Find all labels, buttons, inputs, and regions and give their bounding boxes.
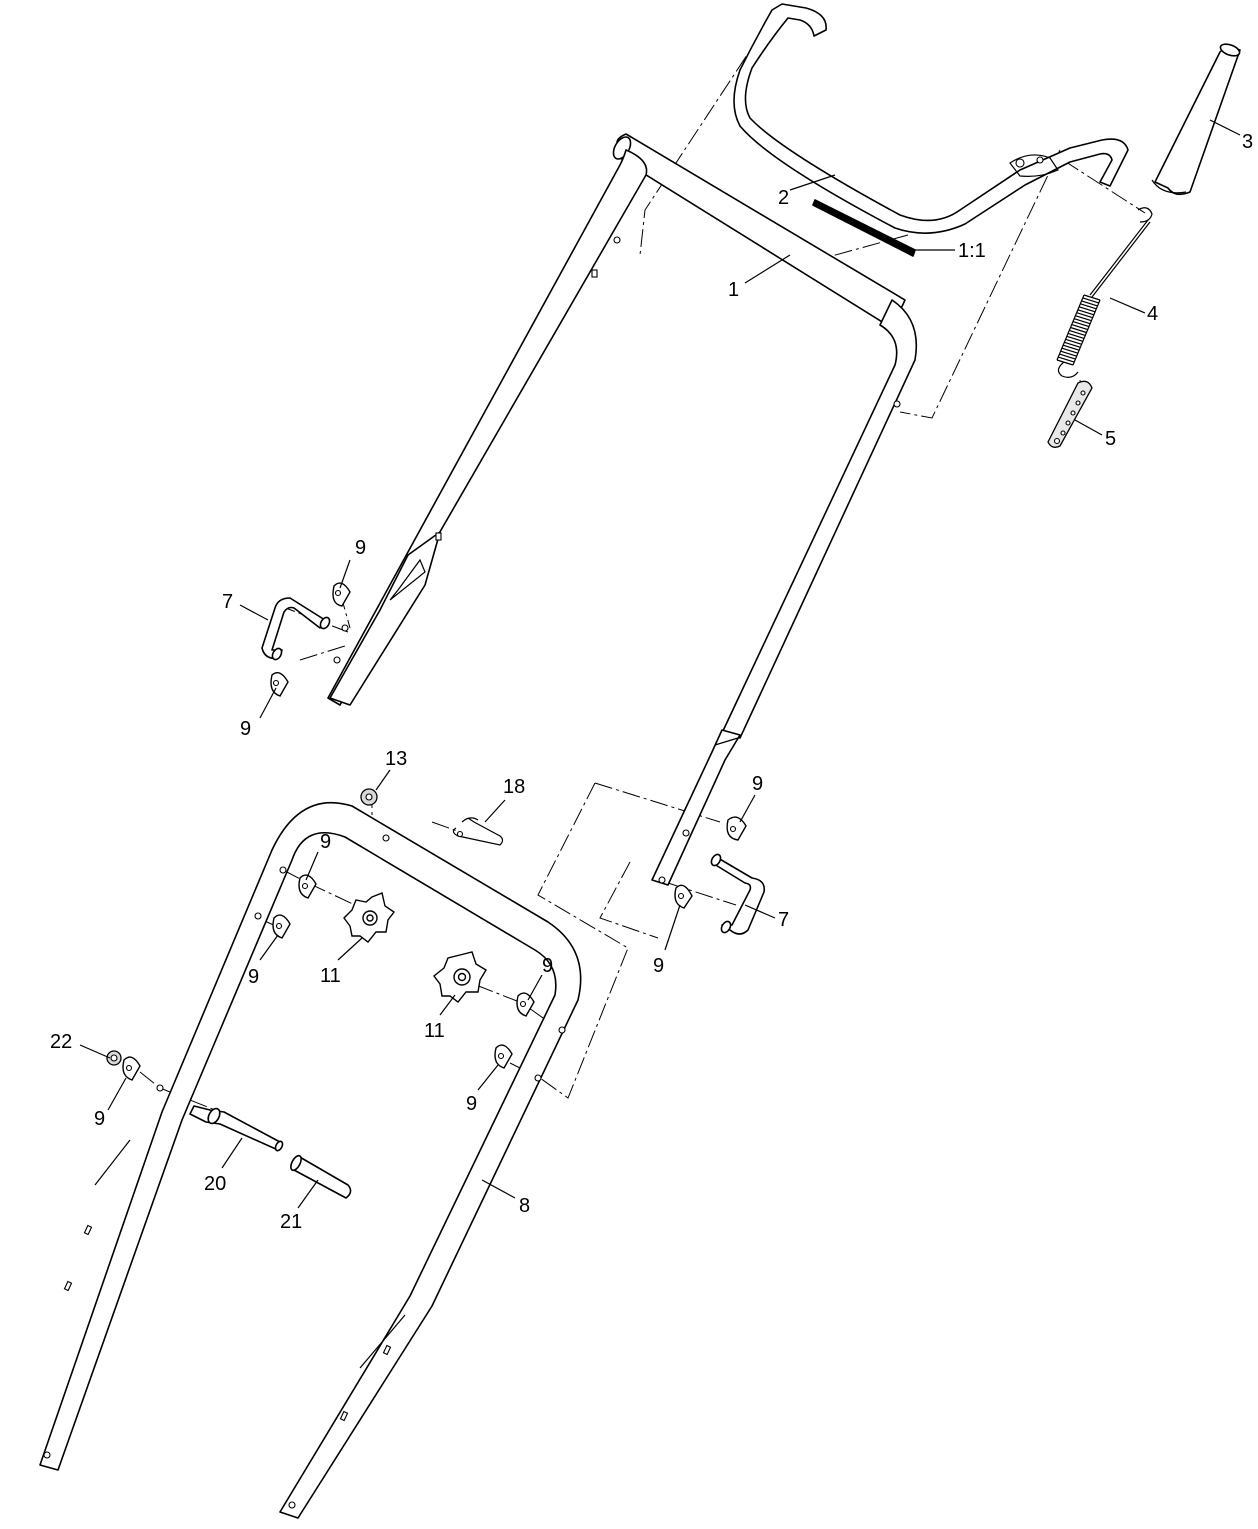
spring-coil xyxy=(1059,353,1076,360)
spring-coil xyxy=(1072,321,1090,328)
washer-icon xyxy=(298,874,317,899)
callout-9-b: 9 xyxy=(240,718,251,740)
spring-coil xyxy=(1070,326,1087,334)
callout-9-i: 9 xyxy=(94,1108,105,1130)
spring-coil xyxy=(1067,332,1085,339)
callout-4: 4 xyxy=(1147,303,1158,325)
cable-spring xyxy=(1056,207,1153,378)
washer-icon xyxy=(332,582,351,607)
callout-7-a: 7 xyxy=(222,591,233,613)
spring-coil xyxy=(1065,338,1082,345)
spring-coil xyxy=(1077,309,1095,316)
spring-coil xyxy=(1081,300,1098,307)
callout-labels: 1 1:1 2 3 4 5 9 7 9 13 18 9 7 9 9 9 11 1… xyxy=(50,131,1253,1233)
spring-coil xyxy=(1078,306,1096,313)
spring xyxy=(1056,294,1101,366)
callout-8: 8 xyxy=(519,1195,530,1217)
lock-nut xyxy=(360,788,378,806)
callout-9-f: 9 xyxy=(248,966,259,988)
callout-7-b: 7 xyxy=(778,909,789,931)
washers xyxy=(122,582,747,1081)
spring-coil xyxy=(1076,312,1093,319)
washer-icon xyxy=(674,884,693,909)
callout-21: 21 xyxy=(280,1211,302,1233)
spring-coil xyxy=(1069,329,1086,337)
upper-handle xyxy=(327,133,918,886)
spring-coil xyxy=(1062,344,1080,351)
spring-coil xyxy=(1058,356,1075,363)
spring-coil xyxy=(1080,303,1097,310)
knob-left xyxy=(343,892,396,943)
spring-coil xyxy=(1074,318,1091,325)
callout-20: 20 xyxy=(204,1173,226,1195)
callout-2: 2 xyxy=(778,187,789,209)
control-bail xyxy=(733,3,1129,234)
leader-lines xyxy=(79,119,1241,1209)
callout-9-c: 9 xyxy=(752,773,763,795)
washer-icon xyxy=(122,1056,141,1081)
spring-coil xyxy=(1066,335,1083,342)
adjuster-plate xyxy=(1047,380,1093,448)
callout-9-d: 9 xyxy=(653,955,664,977)
washer-icon xyxy=(516,992,535,1017)
grip xyxy=(1151,43,1241,196)
callout-1: 1 xyxy=(728,279,739,301)
washer-icon xyxy=(726,816,747,841)
rod-sleeve xyxy=(290,1154,352,1199)
spring-coil xyxy=(1064,341,1081,348)
spring-coil xyxy=(1060,350,1077,357)
pivot-rod xyxy=(189,1105,284,1152)
callout-9-a: 9 xyxy=(355,537,366,559)
spring-outline xyxy=(1056,294,1085,361)
hex-nut xyxy=(106,1050,122,1066)
callout-11-a: 11 xyxy=(320,965,341,987)
washer-icon xyxy=(272,914,291,939)
spring-coil xyxy=(1082,297,1099,304)
washer-icon xyxy=(494,1044,513,1069)
decal-strip xyxy=(812,199,916,257)
spring-coil xyxy=(1083,294,1101,301)
callout-9-g: 9 xyxy=(542,955,553,977)
u-bracket-left xyxy=(261,597,331,661)
spring-outline xyxy=(1072,299,1101,366)
callout-18: 18 xyxy=(503,776,525,798)
callout-22: 22 xyxy=(50,1031,72,1053)
spring-coil xyxy=(1056,359,1074,366)
callout-9-e: 9 xyxy=(320,831,331,853)
hairpin-clip xyxy=(452,817,504,846)
lower-handle xyxy=(39,801,582,1519)
spring-coil xyxy=(1061,347,1079,354)
spring-coil xyxy=(1071,323,1088,331)
spring-coil xyxy=(1075,315,1092,322)
callout-5: 5 xyxy=(1105,428,1116,450)
callout-1-1: 1:1 xyxy=(958,240,986,262)
callout-3: 3 xyxy=(1242,131,1253,153)
callout-9-h: 9 xyxy=(466,1093,477,1115)
callout-13: 13 xyxy=(385,748,407,770)
u-bracket-right xyxy=(710,853,766,935)
knob-right xyxy=(433,951,487,1003)
callout-11-b: 11 xyxy=(424,1020,445,1042)
